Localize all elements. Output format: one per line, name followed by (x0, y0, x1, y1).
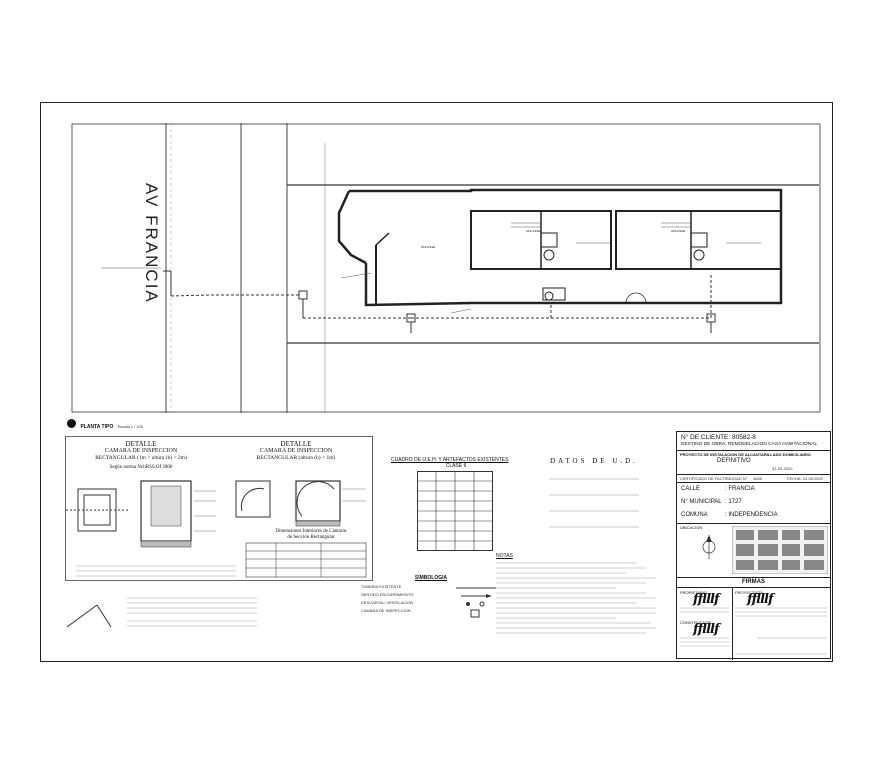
firmas-label: FIRMAS (742, 579, 765, 585)
ubicacion-label: UBICACION (680, 525, 703, 530)
detail-right-title3: RECTANGULAR (altura (h) < 1m) (256, 455, 336, 461)
symbology-title: SIMBOLOGIA (414, 575, 448, 581)
dims-sub: de Sección Rectangular (287, 535, 335, 540)
detail-right-title1: DETALLE (280, 440, 312, 448)
signature-lines (680, 607, 827, 655)
signature-propietario: ff​lllf (693, 592, 720, 607)
signature-proyectista: ff​lllf (747, 592, 774, 607)
title-block: N° DE CLIENTE: 80582-8 DESTINO DE OBRA: … (676, 431, 831, 660)
calle-value: : FRANCIA (725, 486, 755, 492)
ueh-title: CUADRO DE U.E.H. Y ARTEFACTOS EXISTENTES (391, 457, 509, 463)
definitivo-label: DEFINITIVO (717, 458, 751, 464)
detail-right-title2: CAMARA DE INSPECCION (259, 448, 333, 454)
location-map (732, 526, 828, 574)
symbology-item: TUBERIA EXISTENTE (361, 584, 402, 589)
room-label: ATE ASSE (671, 229, 686, 233)
propietario-label: PROPIETARIO (680, 590, 708, 595)
certificado-number: 4845 (753, 476, 762, 481)
ueh-table-block: CUADRO DE U.E.H. Y ARTEFACTOS EXISTENTES… (391, 457, 521, 556)
ud-lines (549, 478, 639, 528)
symbology-symbols (456, 587, 496, 618)
constructor-label: CONSTRUCTOR (680, 620, 712, 625)
ud-title: DATOS DE U.D. (550, 457, 638, 465)
street-label: AV FRANCIA (142, 183, 161, 304)
calle-label: CALLE (681, 486, 701, 492)
room-label: ATE ASSE (421, 245, 436, 249)
fecha-1: 31-03-2020 (772, 466, 793, 471)
room-label: ATE ASSE (526, 229, 541, 233)
detail-right-header: DETALLE CAMARA DE INSPECCION RECTANGULAR… (226, 440, 366, 462)
ueh-grid (417, 471, 493, 551)
municipal-label: N° MUNICIPAL (681, 499, 722, 505)
dims-header: Dimensiones Interiores de Cámaras de Sec… (251, 529, 371, 541)
comuna-value: : INDEPENDENCIA (725, 512, 778, 518)
north-arrow-icon (702, 535, 716, 559)
municipal-value: : 1727 (725, 499, 742, 505)
bottom-left-detail (67, 597, 257, 628)
certificado-label: CERTIFICADO DE FACTIBILIDAD N° (680, 476, 748, 481)
fecha-2: FECHA: 24.06.2020 (787, 476, 823, 481)
client-number: N° DE CLIENTE: 80582-8 (681, 434, 756, 441)
ud-table-block: DATOS DE U.D. (539, 457, 649, 544)
plan-drawing (71, 123, 821, 413)
destino-obra: DESTINO DE OBRA: REMODELACION CASA HABIT… (681, 442, 818, 447)
ueh-sub: CLASE II (445, 463, 467, 469)
comuna-label: COMUNA (681, 512, 708, 518)
proyecto-label: PROYECTO DE INSTALACION DE ALCANTARILLAD… (680, 452, 811, 457)
proyectista-label: PROYECTISTA (735, 590, 763, 595)
symbology-block: SIMBOLOGIA TUBERIA EXISTENTE SENTIDO ESC… (361, 575, 501, 618)
notes-title: NOTAS (496, 553, 513, 559)
dims-title: Dimensiones Interiores de Cámaras (275, 529, 347, 534)
symbology-item: SENTIDO ESCURRIMIENTO (361, 592, 414, 597)
plan-title-block: PLANTA TIPO Escala 1 / 100 (67, 415, 143, 433)
detail-left-header: DETALLE CAMARA DE INSPECCION RECTANGULAR… (76, 440, 206, 471)
detail-left-title3: RECTANGULAR (1m < altura (h) < 2m) (95, 455, 187, 461)
symbology-item: DESCARGA / VENTILACION (361, 600, 414, 605)
symbology-item: CAMARA DE INSPECCION (361, 608, 411, 613)
notes-lines (496, 562, 656, 634)
detail-drawings (66, 480, 367, 578)
notes-block: NOTAS (496, 553, 666, 649)
detail-left-title1: DETALLE (125, 440, 157, 448)
details-panel: DETALLE CAMARA DE INSPECCION RECTANGULAR… (65, 436, 373, 581)
plan-title: PLANTA TIPO (80, 424, 114, 430)
drawing-sheet: ATE ASSE ATE ASSE ATE ASSE AV FRANCIA PL… (40, 102, 833, 662)
site-plan: ATE ASSE ATE ASSE ATE ASSE (71, 123, 821, 413)
detail-left-title2: CAMARA DE INSPECCION (104, 448, 178, 454)
detail-left-norm: Según norma NchRSS.Of 2000 (109, 465, 173, 470)
plan-scale: Escala 1 / 100 (117, 424, 144, 429)
signature-constructor: ff​lllf (693, 622, 720, 637)
plan-marker-icon (67, 419, 76, 429)
